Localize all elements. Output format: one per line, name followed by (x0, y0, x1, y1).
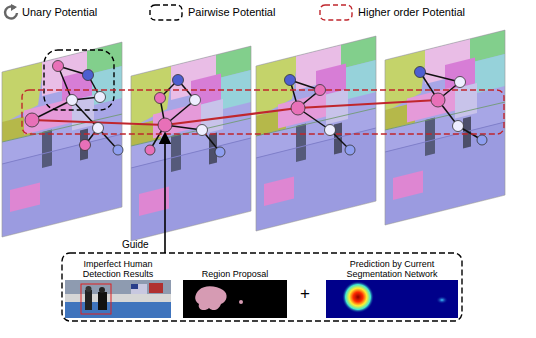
panel-heading-area: Region Proposal (183, 256, 287, 279)
plus-sign: + (300, 284, 310, 304)
panel-heading-area: Prediction by Current Segmentation Netwo… (326, 256, 458, 279)
image-panel: Prediction by Current Segmentation Netwo… (326, 256, 458, 319)
panel-heading-area: Imperfect Human Detection Results (65, 256, 171, 279)
panel-heading: Imperfect Human Detection Results (65, 259, 171, 279)
panel-picture (65, 280, 171, 318)
panel-heading: Region Proposal (202, 269, 269, 279)
image-panel: Imperfect Human Detection Results (65, 256, 171, 319)
panel-picture (183, 280, 287, 318)
image-panel: Region Proposal (183, 256, 287, 319)
guide-label: Guide (122, 239, 149, 251)
panel-picture (326, 280, 458, 318)
legend-text: Higher order Potential (358, 6, 465, 19)
legend-text: Pairwise Potential (188, 6, 275, 19)
legend-text: Unary Potential (22, 6, 97, 19)
panel-heading: Prediction by Current Segmentation Netwo… (326, 259, 458, 279)
